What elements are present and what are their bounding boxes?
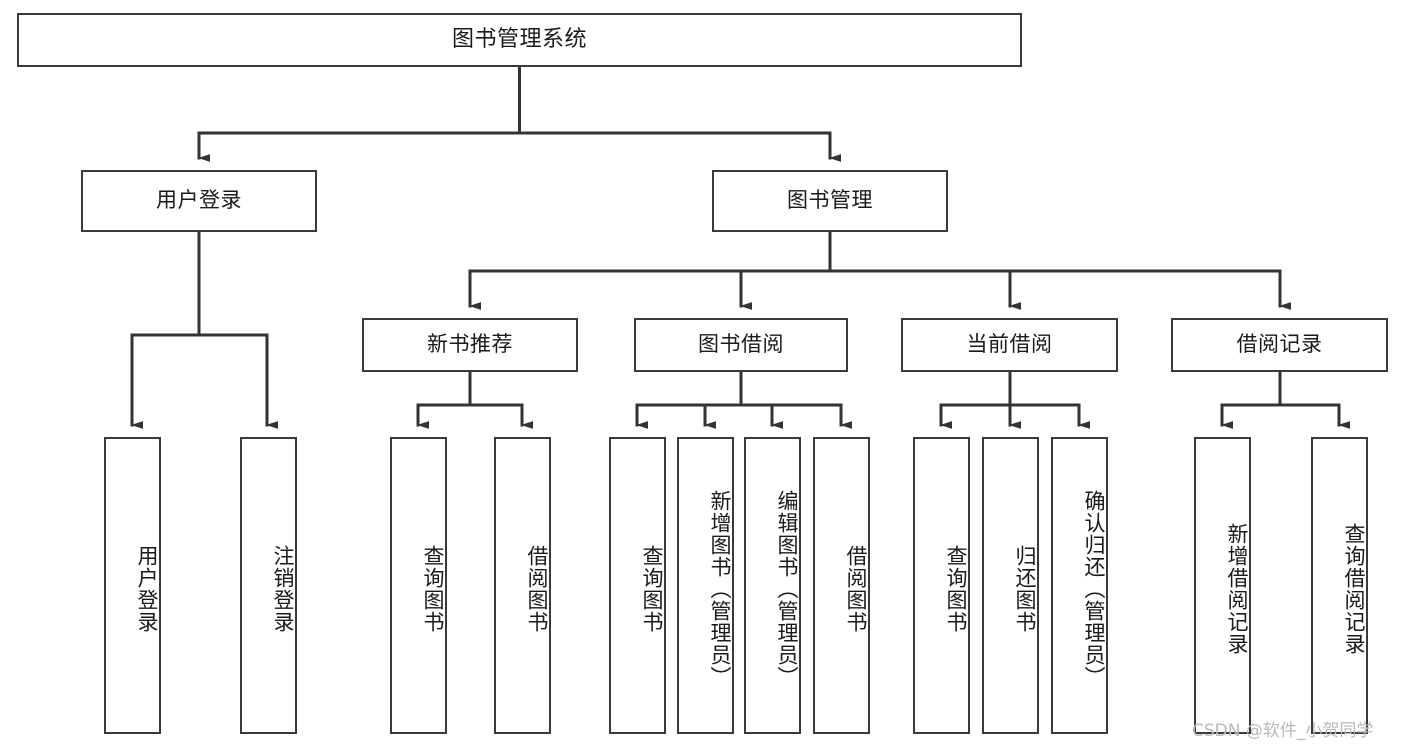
leaf-logout[interactable]: 注销登录 [240,437,297,734]
node-label: 查询借阅记录 [1342,522,1366,655]
node-label: 查询图书 [421,544,445,633]
node-label: 借阅图书 [525,544,549,633]
leaf-borrow-book[interactable]: 借阅图书 [813,437,870,734]
node-label: 用户登录 [156,188,242,213]
csdn-watermark: CSDN @软件_小贺同学 [1192,721,1374,741]
node-label: 编辑图书（管理员） [775,489,799,688]
leaf-edit-book-admin[interactable]: 编辑图书（管理员） [744,437,801,734]
node-label: 图书管理 [787,188,873,213]
node-label: 新书推荐 [427,332,513,357]
node-label: 注销登录 [271,544,295,633]
leaf-confirm-return-admin[interactable]: 确认归还（管理员） [1051,437,1108,734]
node-label: 借阅图书 [844,544,868,633]
node-label: 图书管理系统 [451,26,587,52]
leaf-query-book-current[interactable]: 查询图书 [913,437,970,734]
node-root-system[interactable]: 图书管理系统 [17,13,1022,67]
leaf-query-book-new[interactable]: 查询图书 [390,437,447,734]
node-label: 图书借阅 [698,332,784,357]
node-label: 当前借阅 [966,332,1053,357]
leaf-add-borrow-record[interactable]: 新增借阅记录 [1194,437,1251,734]
leaf-user-login[interactable]: 用户登录 [104,437,161,734]
leaf-query-book[interactable]: 查询图书 [609,437,666,734]
node-label: 借阅记录 [1236,332,1323,357]
node-borrow-record[interactable]: 借阅记录 [1171,318,1388,372]
leaf-return-book[interactable]: 归还图书 [982,437,1039,734]
node-label: 查询图书 [640,544,664,633]
node-book-management[interactable]: 图书管理 [712,170,948,232]
node-label: 新增图书（管理员） [708,489,732,688]
node-user-login[interactable]: 用户登录 [81,170,317,232]
leaf-add-book-admin[interactable]: 新增图书（管理员） [677,437,734,734]
node-label: 归还图书 [1013,544,1037,633]
leaf-borrow-book-new[interactable]: 借阅图书 [494,437,551,734]
node-new-book-recommend[interactable]: 新书推荐 [362,318,578,372]
node-label: 查询图书 [944,544,968,633]
node-book-borrow[interactable]: 图书借阅 [634,318,848,372]
node-label: 确认归还（管理员） [1082,489,1106,688]
node-label: 新增借阅记录 [1225,522,1249,655]
node-label: 用户登录 [135,544,159,633]
leaf-query-borrow-record[interactable]: 查询借阅记录 [1311,437,1368,734]
node-current-borrow[interactable]: 当前借阅 [901,318,1118,372]
